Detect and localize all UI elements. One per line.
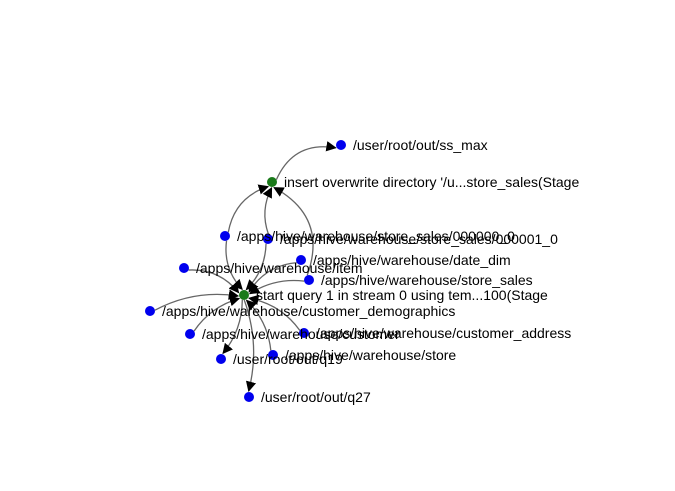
node-q19[interactable]	[216, 354, 226, 364]
node-cust_demo[interactable]	[145, 306, 155, 316]
node-label-item: /apps/hive/warehouse/item	[196, 260, 363, 276]
edge-cust_addr-to-query_proc	[248, 294, 301, 331]
edge-store-to-query_proc	[245, 299, 272, 351]
edge-item-to-query_proc	[188, 269, 240, 294]
node-item[interactable]	[179, 263, 189, 273]
node-label-store: /apps/hive/warehouse/store	[285, 347, 456, 363]
node-label-customer: /apps/hive/warehouse/customer	[202, 326, 400, 342]
edge-ss_000000-to-query_proc	[225, 240, 243, 291]
node-ss_max[interactable]	[336, 140, 346, 150]
node-label-date_dim: /apps/hive/warehouse/date_dim	[313, 252, 511, 268]
edge-ss_000001-to-insert_proc	[262, 187, 273, 235]
edge-insert_proc-to-ss_max	[275, 141, 337, 180]
node-query_proc[interactable]	[239, 290, 249, 300]
edge-cust_demo-to-query_proc	[154, 289, 240, 311]
node-label-cust_demo: /apps/hive/warehouse/customer_demographi…	[162, 303, 455, 319]
edge-query_proc-to-q19	[222, 299, 243, 355]
edge-query_proc-to-q27	[243, 299, 257, 393]
node-label-q27: /user/root/out/q27	[261, 389, 371, 405]
node-label-ss_000001: /apps/hive/warehouse/store_sales/000001_…	[280, 231, 558, 247]
edge-ss_000000-to-insert_proc	[227, 184, 270, 233]
node-q27[interactable]	[244, 392, 254, 402]
edge-store_sales-to-query_proc	[248, 279, 305, 295]
node-label-store_sales: /apps/hive/warehouse/store_sales	[321, 272, 533, 288]
edges-layer	[154, 141, 337, 393]
node-ss_000000[interactable]	[220, 231, 230, 241]
node-label-cust_addr: /apps/hive/warehouse/customer_address	[316, 325, 571, 341]
node-label-query_proc: start query 1 in stream 0 using tem...10…	[256, 287, 548, 303]
node-store[interactable]	[268, 350, 278, 360]
node-date_dim[interactable]	[296, 255, 306, 265]
edge-customer-to-query_proc	[193, 296, 241, 332]
node-customer[interactable]	[185, 329, 195, 339]
node-label-insert_proc: insert overwrite directory '/u...store_s…	[284, 174, 579, 190]
nodes-layer	[145, 140, 346, 402]
node-insert_proc[interactable]	[267, 177, 277, 187]
node-cust_addr[interactable]	[299, 328, 309, 338]
node-label-ss_max: /user/root/out/ss_max	[353, 137, 488, 153]
node-store_sales[interactable]	[304, 275, 314, 285]
node-ss_000001[interactable]	[263, 234, 273, 244]
node-label-ss_000000: /apps/hive/warehouse/store_sales/000000_…	[237, 228, 515, 244]
node-label-q19: /user/root/out/q19	[233, 351, 343, 367]
edge-store_sales-to-insert_proc	[273, 187, 314, 276]
